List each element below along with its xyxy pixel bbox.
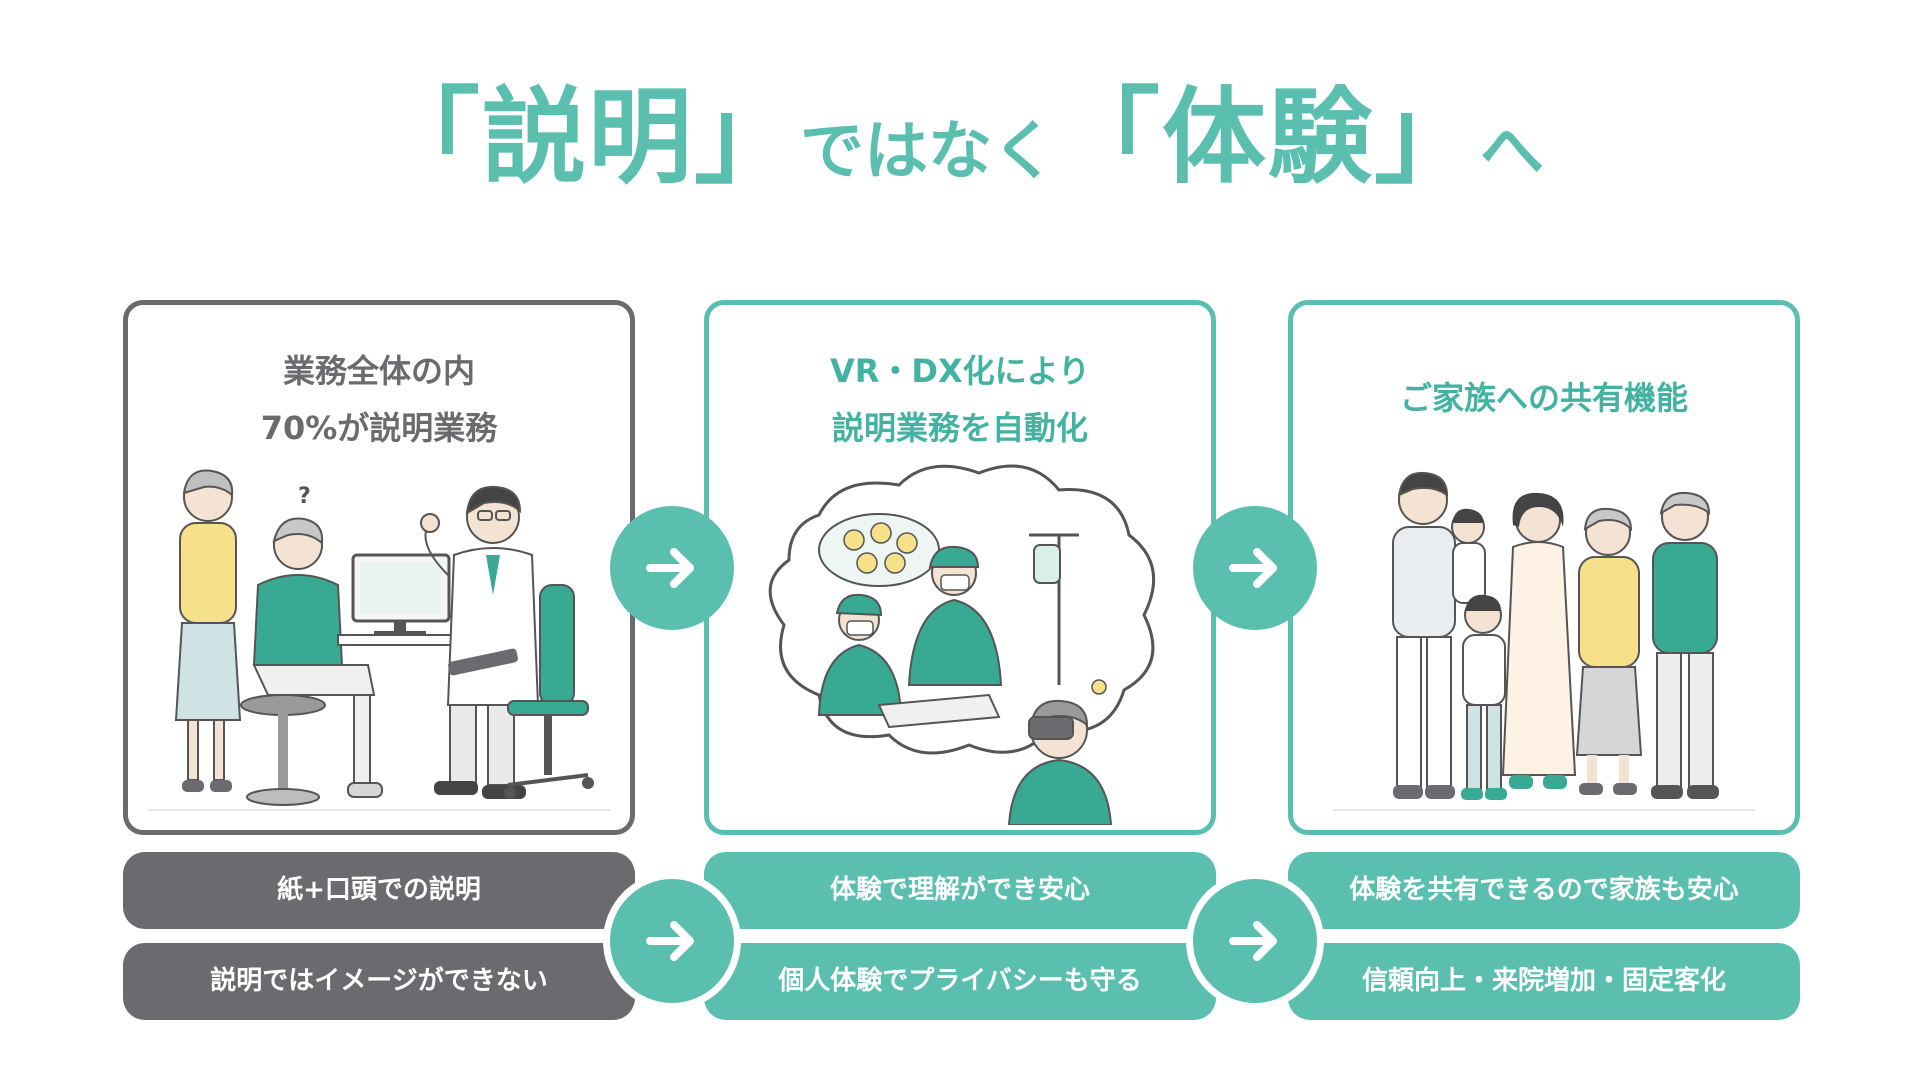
desk-with-monitor — [337, 553, 499, 646]
vr-surgery-illustration — [768, 464, 1156, 825]
surgeon-right — [907, 545, 1003, 686]
headline-bracket-close-2: 」 — [1374, 76, 1481, 198]
pill-understand-by-experience: 体験で理解ができ安心 — [704, 852, 1216, 929]
family-group-illustration — [1333, 471, 1755, 811]
baby-figure — [1451, 508, 1486, 604]
card-title-line: 業務全体の内 — [282, 352, 475, 390]
surgeon-left — [817, 593, 903, 716]
flow-arrow — [1186, 872, 1324, 1010]
vr-headset-user — [1007, 679, 1113, 825]
pill-hard-to-imagine: 説明ではイメージができない — [123, 943, 635, 1020]
arrow-right-icon — [1229, 921, 1277, 961]
grandfather-figure — [1651, 491, 1719, 799]
lightbulb-icon — [1091, 679, 1107, 695]
iv-drip — [1029, 533, 1079, 685]
pill-paper-verbal: 紙+口頭での説明 — [123, 852, 635, 929]
card-title-line: ご家族への共有機能 — [1399, 379, 1688, 417]
arrow-right-icon — [646, 548, 694, 588]
card-title: 業務全体の内 70%が説明業務 — [128, 343, 630, 457]
card-title-line: 説明業務を自動化 — [831, 409, 1088, 447]
doctor-figure — [420, 485, 540, 799]
flow-arrow — [1193, 506, 1317, 630]
father-figure — [1392, 471, 1456, 799]
arrow-right-icon — [646, 921, 694, 961]
card-title: ご家族への共有機能 — [1293, 370, 1795, 427]
headline-bracket-close: 」 — [693, 76, 800, 198]
operating-table — [877, 693, 1001, 729]
headline-end: へ — [1480, 115, 1545, 189]
headline-bracket-open-2: 「 — [1056, 76, 1163, 198]
headline-word-experience: 体験 — [1162, 76, 1375, 198]
office-chair — [504, 584, 594, 799]
card-title-line: VR・DX化により — [829, 352, 1090, 390]
headline-middle: ではなく — [800, 115, 1056, 189]
card-title: VR・DX化により 説明業務を自動化 — [709, 343, 1211, 457]
headline-bracket-open: 「 — [375, 76, 482, 198]
surgical-light — [818, 513, 940, 587]
card-family-sharing: ご家族への共有機能 — [1288, 300, 1800, 835]
headline: 「説明」ではなく「体験」へ — [0, 52, 1920, 203]
flow-arrow — [603, 872, 741, 1010]
pill-family-peace-of-mind: 体験を共有できるので家族も安心 — [1288, 852, 1800, 929]
question-mark: ? — [298, 484, 311, 509]
pill-privacy: 個人体験でプライバシーも守る — [704, 943, 1216, 1020]
arrow-right-icon — [1229, 548, 1277, 588]
card-current-state: 業務全体の内 70%が説明業務 ? ? — [123, 300, 635, 835]
card-vr-dx: VR・DX化により 説明業務を自動化 — [704, 300, 1216, 835]
mother-figure — [1501, 492, 1577, 789]
child-figure — [1461, 594, 1507, 800]
doctor-consultation-illustration: ? ? — [148, 455, 610, 811]
flow-arrow — [610, 506, 734, 630]
card-title-line: 70%が説明業務 — [260, 409, 498, 447]
question-mark: ? — [196, 455, 209, 457]
pill-trust-growth: 信頼向上・来院増加・固定客化 — [1288, 943, 1800, 1020]
headline-word-explanation: 説明 — [481, 76, 694, 198]
seated-patient-figure — [240, 517, 383, 806]
grandmother-figure — [1575, 507, 1643, 795]
elderly-woman-figure — [174, 469, 242, 792]
